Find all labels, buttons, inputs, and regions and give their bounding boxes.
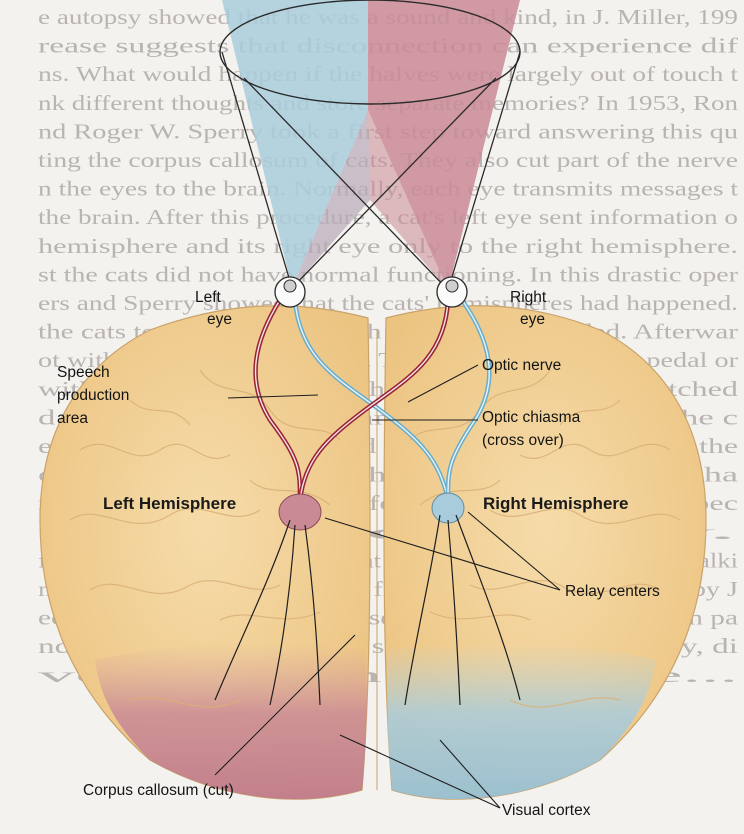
right-visual-cortex-region (387, 643, 656, 799)
left-visual-cortex-region (95, 643, 367, 799)
optic-chiasma-label-2: (cross over) (482, 432, 564, 449)
background-text-line: hemisphere and its right eye only to the… (38, 234, 738, 258)
right-eye-label-2: eye (520, 311, 545, 328)
left-hemisphere-label: Left Hemisphere (103, 494, 236, 513)
right-relay-center (432, 493, 464, 523)
speech-area-label-3: area (57, 410, 88, 427)
right-eye-drawing (437, 277, 467, 307)
speech-area-label-2: production (57, 387, 129, 404)
right-hemisphere-label: Right Hemisphere (483, 494, 628, 513)
optic-chiasma-label: Optic chiasma (482, 409, 581, 426)
visual-cortex-label: Visual cortex (502, 802, 591, 819)
corpus-callosum-label: Corpus callosum (cut) (83, 782, 234, 799)
left-eye-drawing (275, 277, 305, 307)
left-relay-center (279, 494, 321, 530)
background-text-line: st the cats did not have normal function… (38, 262, 738, 286)
left-eye-label: Left (195, 289, 222, 306)
optic-nerve-label: Optic nerve (482, 357, 561, 374)
left-eye-label-2: eye (207, 311, 232, 328)
relay-centers-label: Relay centers (565, 583, 660, 600)
background-text-line: ers and Sperry showed that the cats' hem… (38, 291, 738, 315)
speech-area-label: Speech (57, 364, 110, 381)
right-eye-label: Right (510, 289, 547, 306)
